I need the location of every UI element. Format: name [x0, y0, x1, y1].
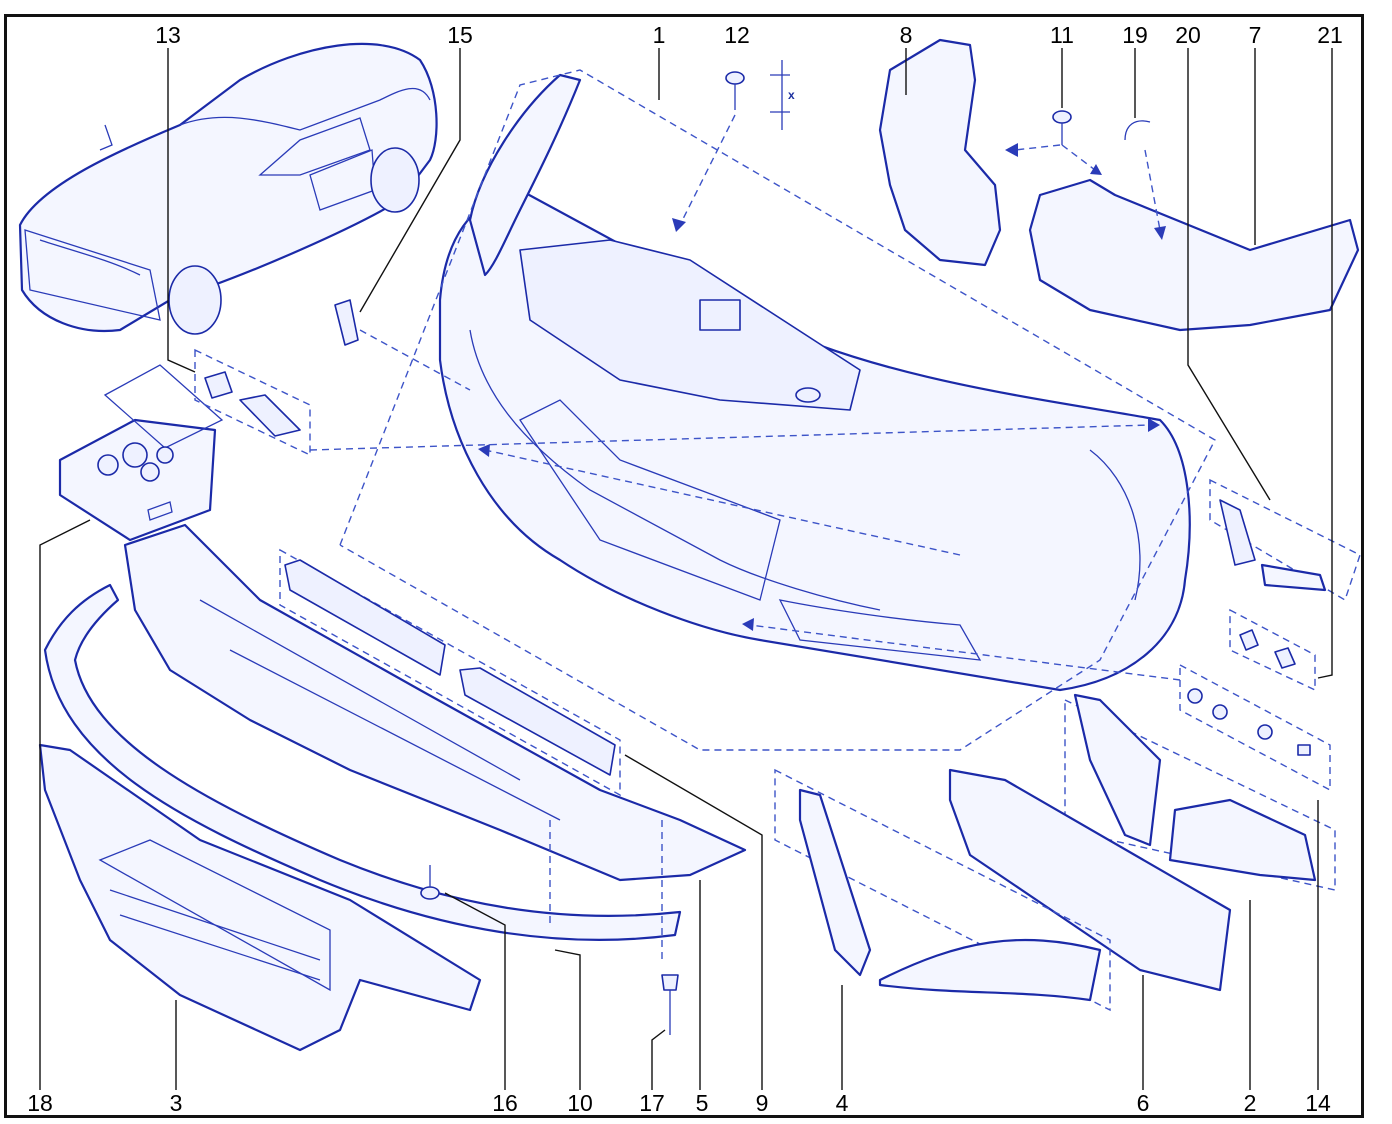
callout-13: 13	[155, 22, 181, 48]
part-13-brackets	[194, 348, 311, 457]
fastener-kit-box	[58, 364, 224, 542]
callout-4: 4	[835, 1090, 849, 1116]
part-left-side-guide	[468, 73, 582, 277]
callout-20: 20	[1175, 22, 1201, 48]
callout-15: 15	[447, 22, 473, 48]
callout-7: 7	[1248, 22, 1262, 48]
callout-21: 21	[1317, 22, 1343, 48]
car-overview-illustration	[18, 42, 438, 335]
callout-17: 17	[639, 1090, 665, 1116]
part-4-trim	[774, 768, 1111, 1012]
callout-1: 1	[652, 22, 666, 48]
callout-11: 11	[1050, 22, 1074, 48]
part-6-absorber-beam	[948, 768, 1232, 992]
dimension-x-label: x	[788, 88, 795, 102]
part-12-screw	[725, 60, 790, 130]
part-8-bracket	[878, 38, 1002, 267]
part-3-grille	[38, 743, 482, 1052]
callout-2: 2	[1243, 1090, 1257, 1116]
part-9-lower-plates	[279, 548, 621, 797]
callout-12: 12	[724, 22, 750, 48]
callout-14: 14	[1305, 1090, 1331, 1116]
callout-18: 18	[27, 1090, 53, 1116]
part-21-clips	[1229, 608, 1316, 692]
part-1-bumper-cover	[438, 188, 1191, 692]
callout-6: 6	[1136, 1090, 1150, 1116]
leader-lines	[39, 48, 1333, 1090]
part-20-fog-lamp-bracket	[1209, 478, 1361, 602]
part-19-clip	[1124, 120, 1151, 141]
callout-19: 19	[1122, 22, 1148, 48]
part-11-screw	[1052, 110, 1072, 145]
part-16-screw	[420, 865, 440, 900]
callout-5: 5	[695, 1090, 709, 1116]
callout-3: 3	[169, 1090, 183, 1116]
callout-8: 8	[899, 22, 913, 48]
callout-9: 9	[755, 1090, 769, 1116]
part-10-lower-strip	[43, 583, 682, 941]
assembly-arrows	[309, 114, 1181, 960]
assembly-boundary	[339, 69, 1216, 751]
callout-16: 16	[492, 1090, 518, 1116]
part-7-bracket	[1028, 178, 1360, 332]
part-2-fog-lamp-housing	[1064, 693, 1336, 891]
part-17-rivet	[661, 974, 679, 1035]
callout-10: 10	[567, 1090, 593, 1116]
part-15-clip	[334, 299, 359, 346]
part-14-clips	[1179, 663, 1331, 792]
part-5-lower-deflector	[123, 523, 747, 882]
